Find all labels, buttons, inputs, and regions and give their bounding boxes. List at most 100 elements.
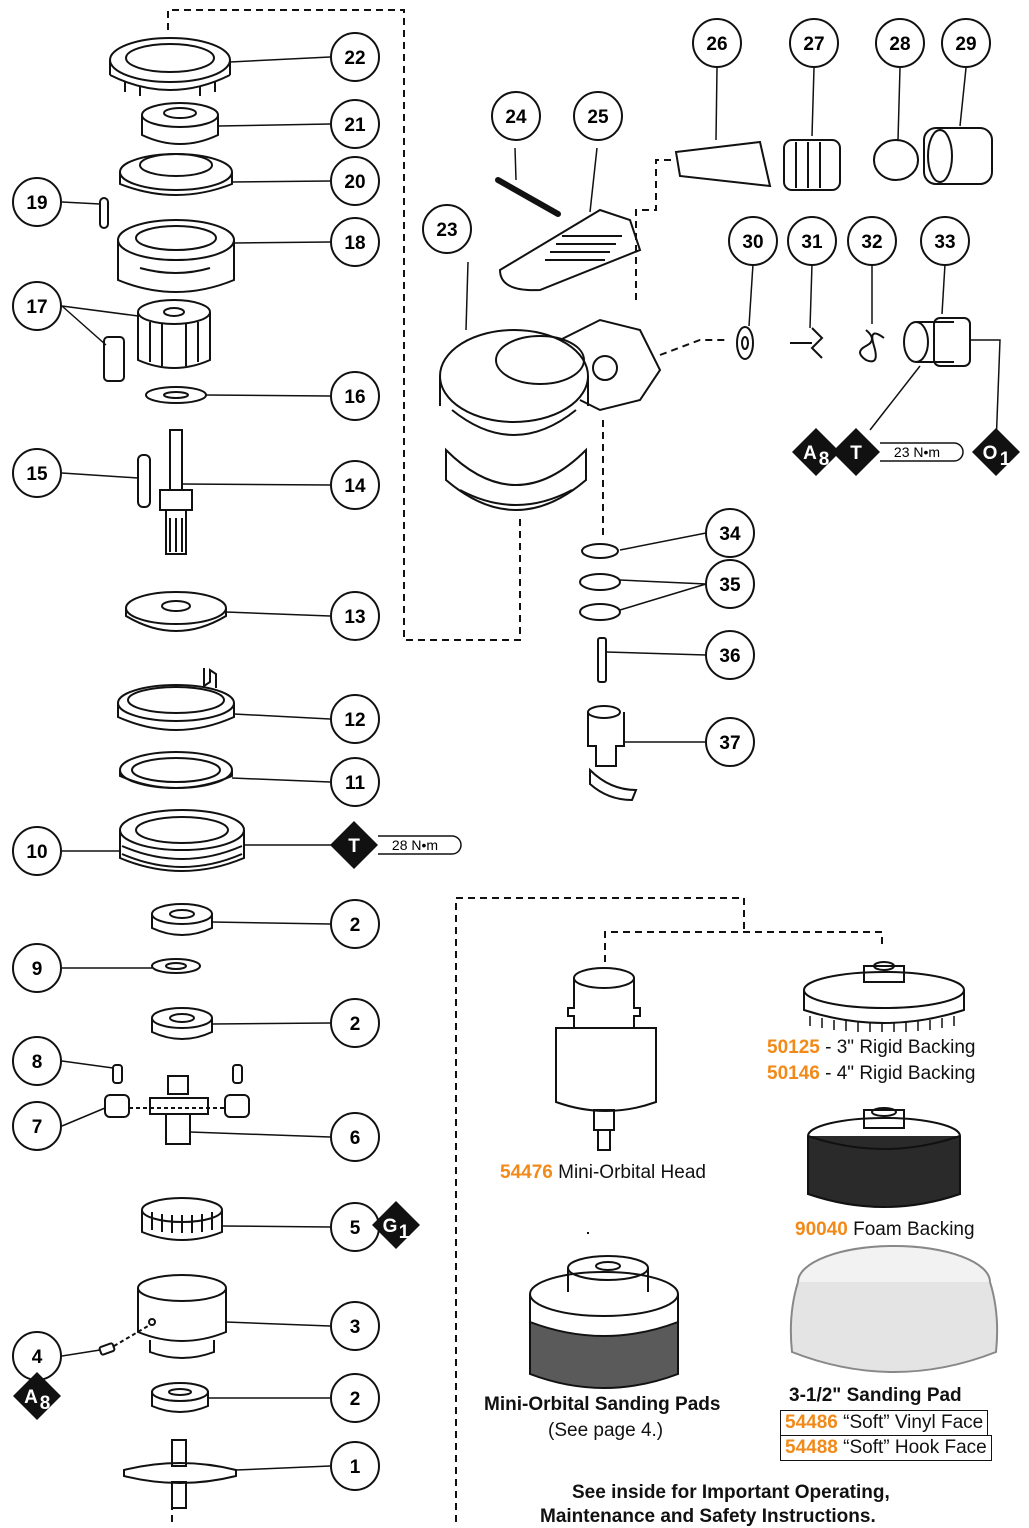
callout-3: 3 <box>330 1301 380 1351</box>
badge-a8-inlet-sub: 8 <box>819 449 830 470</box>
part-2-bearing-middle <box>151 1007 213 1040</box>
part-2-bearing-upper <box>151 903 213 936</box>
torque-housing-value: 28 N•m <box>392 837 438 853</box>
part-21-bushing <box>141 102 219 145</box>
rigid-backing-illustration <box>803 961 965 1032</box>
part-13-cap <box>125 591 227 632</box>
desc-54476: Mini-Orbital Head <box>552 1162 706 1183</box>
callout-number: 9 <box>32 959 43 980</box>
callout-8: 8 <box>12 1036 62 1086</box>
callout-18: 18 <box>330 217 380 267</box>
callout-number: 2 <box>350 1014 361 1035</box>
sanding-pad-3-5-illustration <box>789 1245 999 1373</box>
callout-number: 23 <box>436 220 457 241</box>
torque-inlet-value: 23 N•m <box>894 444 940 460</box>
part-31-valve <box>790 327 824 359</box>
callout-2: 2 <box>330 899 380 949</box>
desc-54486: “Soft” Vinyl Face <box>837 1412 984 1433</box>
callout-number: 7 <box>32 1117 43 1138</box>
callout-17: 17 <box>12 281 62 331</box>
callout-14: 14 <box>330 460 380 510</box>
box-54486: 54486 “Soft” Vinyl Face <box>780 1410 989 1436</box>
part-19-pin <box>99 197 109 229</box>
desc-50125: - 3" Rigid Backing <box>819 1037 976 1058</box>
callout-24: 24 <box>491 91 541 141</box>
part-32-spring <box>859 329 885 363</box>
callout-37: 37 <box>705 717 755 767</box>
part-30-washer <box>736 326 754 360</box>
desc-54488: “Soft” Hook Face <box>837 1437 987 1458</box>
callout-26: 26 <box>692 18 742 68</box>
caption-50146: 50146 - 4" Rigid Backing <box>767 1063 976 1085</box>
callout-25: 25 <box>573 91 623 141</box>
callout-2: 2 <box>330 1373 380 1423</box>
part-22-retainer-ring <box>109 37 231 96</box>
callout-2: 2 <box>330 998 380 1048</box>
callout-number: 22 <box>344 48 365 69</box>
callout-number: 26 <box>706 34 727 55</box>
callout-number: 5 <box>350 1218 361 1239</box>
badge-t-housing: T 28 N•m <box>330 821 462 869</box>
callout-10: 10 <box>12 826 62 876</box>
callout-31: 31 <box>787 216 837 266</box>
pads-title: Mini-Orbital Sanding Pads <box>484 1394 721 1415</box>
callout-23: 23 <box>422 204 472 254</box>
callout-number: 31 <box>801 232 823 253</box>
part-11-seal-ring <box>119 751 233 789</box>
pads-note: (See page 4.) <box>548 1420 664 1441</box>
sanding-pad-mini-illustration <box>529 1255 679 1389</box>
part-34-retaining-ring <box>581 543 619 559</box>
callout-number: 33 <box>934 232 955 253</box>
part-20-end-plate <box>119 153 233 196</box>
callout-number: 34 <box>719 524 741 545</box>
callout-number: 2 <box>350 915 361 936</box>
callout-11: 11 <box>330 757 380 807</box>
box-54488: 54488 “Soft” Hook Face <box>780 1435 992 1461</box>
footer-line-2: Maintenance and Safety Instructions. <box>540 1506 876 1527</box>
part-5-ring-gear <box>141 1197 223 1241</box>
part-36-pin <box>597 637 607 683</box>
callout-12: 12 <box>330 694 380 744</box>
callout-number: 27 <box>803 34 824 55</box>
badge-t-inlet: T 23 N•m <box>832 428 964 476</box>
callout-22: 22 <box>330 32 380 82</box>
part-4-set-screw <box>98 1325 149 1356</box>
caption-54486: 54486 “Soft” Vinyl Face <box>780 1410 989 1436</box>
part-28-filter <box>873 139 919 181</box>
callout-34: 34 <box>705 508 755 558</box>
callout-13: 13 <box>330 591 380 641</box>
badge-a8-setscrew-letter: A <box>24 1387 38 1408</box>
part-15-o-ring <box>137 454 151 508</box>
sanding-pad-title: 3-1/2" Sanding Pad <box>789 1385 962 1406</box>
callout-6: 6 <box>330 1112 380 1162</box>
badge-a8-setscrew: A 8 <box>13 1372 61 1420</box>
part-2-bearing-lower <box>151 1382 209 1413</box>
callout-29: 29 <box>941 18 991 68</box>
part-14-spindle <box>159 429 193 555</box>
part-25-throttle-lever <box>498 208 642 292</box>
badge-a8-inlet: A 8 <box>792 428 840 476</box>
callout-number: 17 <box>26 297 47 318</box>
callout-1: 1 <box>330 1441 380 1491</box>
part-number-54488: 54488 <box>785 1437 838 1458</box>
badge-t-housing-letter: T <box>348 836 360 857</box>
callout-number: 2 <box>350 1389 361 1410</box>
callout-number: 20 <box>344 172 365 193</box>
desc-50146: - 4" Rigid Backing <box>819 1063 976 1084</box>
callout-number: 32 <box>861 232 882 253</box>
part-number-54476: 54476 <box>500 1162 553 1183</box>
badge-g1-letter: G <box>383 1216 398 1237</box>
callout-7: 7 <box>12 1101 62 1151</box>
callout-number: 24 <box>505 107 527 128</box>
callout-33: 33 <box>920 216 970 266</box>
callout-number: 4 <box>32 1347 43 1368</box>
part-number-90040: 90040 <box>795 1219 848 1240</box>
caption-54476: 54476 Mini-Orbital Head <box>500 1162 706 1184</box>
part-6-carrier <box>149 1075 209 1145</box>
part-26-muffler <box>674 140 772 188</box>
part-number-50146: 50146 <box>767 1063 820 1084</box>
part-8-pins <box>112 1064 243 1084</box>
callout-number: 1 <box>350 1457 361 1478</box>
